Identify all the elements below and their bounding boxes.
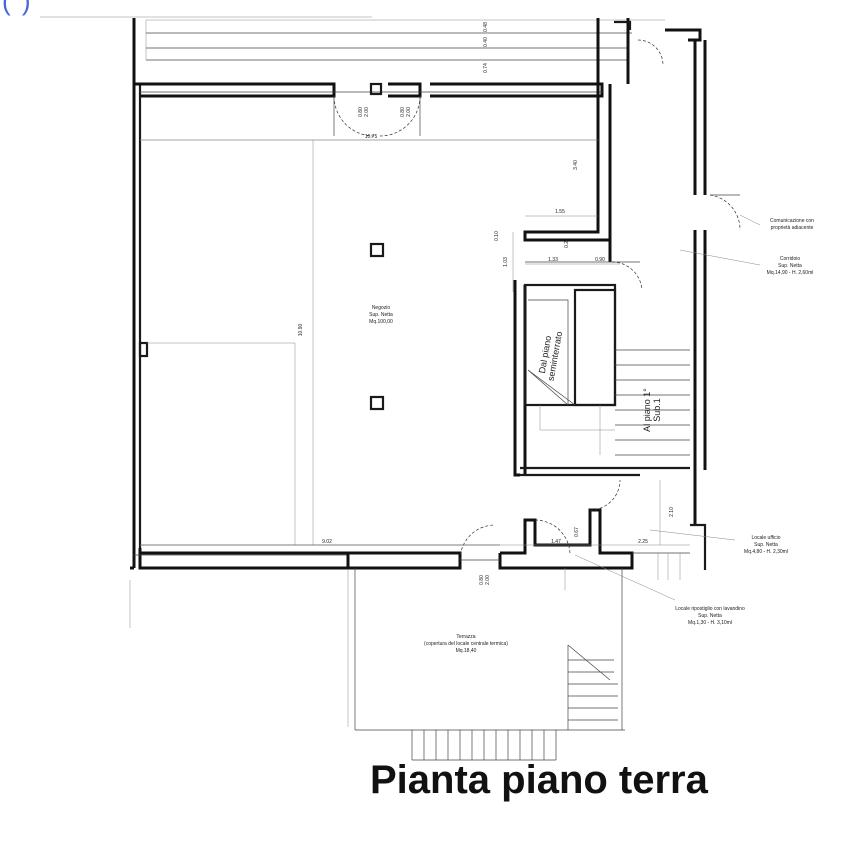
dim-024: 0.24: [564, 238, 570, 248]
pillar: [369, 395, 385, 411]
ufficio-name: Locale ufficio: [751, 535, 780, 541]
dim-902: 9.02: [322, 539, 332, 545]
dim-225: 2.25: [638, 539, 648, 545]
dim-147: 1.47: [551, 539, 561, 545]
stair-up-line2: Sub.1: [652, 398, 662, 422]
room-ufficio-label: Locale ufficio Sup. Netta Mq.4,80 - H. 2…: [744, 535, 788, 555]
negozio-name: Negozio: [372, 305, 391, 311]
dimension-lines: [140, 139, 761, 601]
terrazza-name: Terrazza: [456, 634, 475, 640]
stairwell: [523, 283, 690, 456]
negozio-sup: Sup. Netta: [369, 312, 393, 318]
room-comunicazione-label: Comunicazione con proprietà adiacente: [770, 218, 814, 231]
dim-048: 0.48: [483, 22, 489, 32]
corridoio-area: Mq.14,90 - H. 2,60ml: [767, 270, 814, 276]
terrace: [347, 568, 625, 761]
comunicazione-line1: Comunicazione con: [770, 218, 814, 224]
terrazza-area: Mq.18,40: [456, 648, 477, 654]
dim-067: 0.67: [574, 527, 580, 537]
ripostiglio-name: Locale ripostiglio con lavandino: [675, 606, 745, 612]
stair-up-label: Al piano 1° Sub.1: [642, 388, 662, 432]
door3-width: 0.80: [479, 575, 485, 585]
dim-103: 1.03: [503, 257, 509, 267]
right-block-walls: [513, 18, 741, 570]
dim-090: 0.90: [595, 257, 605, 263]
dim-1090: 10.90: [298, 324, 304, 337]
room-negozio-label: Negozio Sup. Netta Mq.100,00: [369, 305, 393, 325]
dim-155: 1.55: [555, 209, 565, 215]
dim-010: 0.10: [494, 231, 500, 241]
ripostiglio-area: Mq.1,30 - H. 3,10ml: [688, 620, 732, 626]
room-terrazza-label: Terrazza (copertura del locale centrale …: [424, 634, 508, 654]
dim-074: 0.74: [483, 63, 489, 73]
dim-133: 1.33: [548, 257, 558, 263]
shop-walls: [129, 18, 604, 628]
dim-1075: 10.75: [365, 134, 378, 140]
top-doors: [333, 39, 664, 137]
door1-width: 0.80: [358, 107, 364, 117]
ufficio-area: Mq.4,80 - H. 2,30ml: [744, 549, 788, 555]
ufficio-sup: Sup. Netta: [754, 542, 778, 548]
top-band: [40, 16, 665, 61]
room-corridoio-label: Corridoio Sup. Netta Mq.14,90 - H. 2,60m…: [767, 256, 814, 276]
dim-040: 0.40: [483, 37, 489, 47]
room-ripostiglio-label: Locale ripostiglio con lavandino Sup. Ne…: [675, 606, 745, 626]
corridoio-sup: Sup. Netta: [778, 263, 802, 269]
door3-height: 2.00: [485, 575, 491, 585]
pillar: [369, 242, 385, 258]
stair-up-line1: Al piano 1°: [642, 388, 652, 432]
negozio-area: Mq.100,00: [369, 319, 393, 325]
door2-height: 2.00: [406, 107, 412, 117]
corridoio-name: Corridoio: [780, 256, 801, 262]
dimension-labels: 10.75 9.02 1.55 1.33 0.90 1.47 2.25 10.9…: [298, 22, 675, 585]
door2-width: 0.80: [400, 107, 406, 117]
top-fragment-text: ( ): [2, 0, 33, 16]
ripostiglio-sup: Sup. Netta: [698, 613, 722, 619]
terrazza-note: (copertura del locale centrale termica): [424, 641, 508, 647]
stair-down-label: Dal piano seminterrato: [537, 331, 564, 382]
comunicazione-line2: proprietà adiacente: [771, 225, 814, 231]
page-title: Pianta piano terra: [370, 758, 708, 802]
door1-height: 2.00: [364, 107, 370, 117]
dim-210: 2.10: [669, 507, 675, 517]
dim-340: 3.40: [573, 160, 579, 170]
lower-rooms: [346, 479, 690, 580]
